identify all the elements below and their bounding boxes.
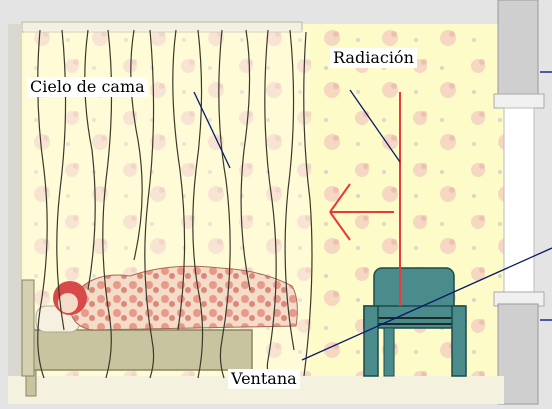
window-glass <box>503 107 535 297</box>
label-window: Ventana <box>228 369 300 389</box>
chair-icon <box>363 267 467 377</box>
pointer-ventana <box>301 247 552 361</box>
left-wall-edge <box>8 24 22 404</box>
label-bed-canopy: Cielo de cama <box>27 77 148 97</box>
red-arrow-left <box>329 183 394 241</box>
window-sill-upper <box>493 93 545 109</box>
window-wall-lower <box>497 303 539 405</box>
window-wall-upper <box>497 0 539 99</box>
person-sleeping-icon <box>53 265 298 331</box>
label-radiation: Radiación <box>330 48 417 68</box>
bed-frame <box>31 329 253 371</box>
pointer-cielo <box>193 91 231 169</box>
pointer-radiacion <box>349 89 401 163</box>
bed-headboard <box>21 279 35 377</box>
